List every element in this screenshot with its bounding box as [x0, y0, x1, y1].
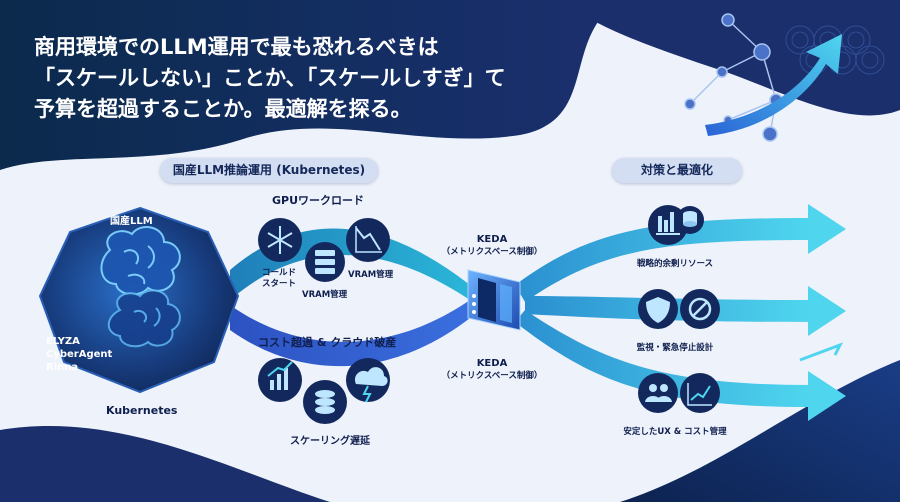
- keda-top-label: KEDA （メトリクスベース制御）: [428, 234, 556, 258]
- cold-start-label: コールド スタート: [262, 268, 296, 290]
- llm-names-list: ELYZA CyberAgent Rinna: [46, 335, 112, 374]
- flow-cost-overrun: [230, 300, 470, 367]
- database-icon: [676, 206, 704, 234]
- flow-to-stable-ux: [515, 310, 810, 407]
- strategic-resources-label: 戦略的余剰リソース: [636, 259, 714, 269]
- brain-icon: [100, 226, 181, 296]
- llm-name-cyberagent: CyberAgent: [46, 349, 113, 360]
- bottom-left-wave: [0, 426, 330, 502]
- vram-decline-chart-icon: [346, 218, 390, 262]
- vram-label-a: VRAM管理: [348, 270, 394, 280]
- llm-name-elyza: ELYZA: [46, 336, 80, 347]
- domestic-llm-label: 国産LLM: [110, 216, 153, 227]
- keda-gate-icon: [467, 269, 521, 331]
- gpu-workload-title: GPUワークロード: [272, 194, 365, 207]
- coin-stack-icon: [303, 380, 347, 424]
- flow-to-strategic-resources: [515, 218, 810, 302]
- headline: 商用環境でのLLM運用で最も恐れるべきは 「スケールしない」ことか、「スケールし…: [34, 32, 506, 125]
- scaling-delay-label: スケーリング遅延: [290, 436, 370, 447]
- rising-chart-icon: [258, 358, 302, 402]
- arrowhead-1: [808, 204, 846, 254]
- server-stack-icon: [305, 242, 345, 282]
- headline-line-1: 商用環境でのLLM運用で最も恐れるべきは: [34, 35, 439, 59]
- left-section-pill: 国産LLM推論運用 (Kubernetes): [160, 158, 378, 183]
- kubernetes-label: Kubernetes: [106, 404, 178, 417]
- keda-bottom-label: KEDA （メトリクスベース制御）: [428, 358, 556, 382]
- shield-icon: [638, 289, 678, 329]
- monitoring-label: 監視・緊急停止設計: [636, 343, 714, 353]
- cold-start-line-2: スタート: [262, 279, 297, 289]
- growth-chart-icon: [680, 373, 720, 413]
- accent-arrow-lower: [799, 342, 844, 362]
- cold-start-line-1: コールド: [262, 268, 297, 278]
- header-wave: [0, 0, 620, 170]
- keda-bottom-name: KEDA: [476, 358, 508, 369]
- right-section-pill: 対策と最適化: [612, 158, 742, 183]
- top-right-wave: [560, 0, 900, 116]
- arrowhead-3: [808, 371, 846, 421]
- keda-top-desc: （メトリクスベース制御）: [441, 247, 543, 257]
- storm-cloud-icon: [346, 358, 390, 403]
- llm-name-rinna: Rinna: [46, 362, 79, 373]
- stop-icon: [680, 289, 720, 329]
- stable-ux-label: 安定したUX & コスト管理: [623, 427, 727, 437]
- cost-cloud-title: コスト超過 & クラウド破産: [258, 336, 397, 349]
- growth-arrow-icon: [705, 34, 842, 136]
- arrowhead-2: [808, 286, 846, 336]
- headline-line-2: 「スケールしない」ことか、「スケールしすぎ」て: [34, 66, 506, 90]
- keda-bottom-desc: （メトリクスベース制御）: [441, 371, 543, 381]
- brain-icon-secondary: [107, 289, 181, 348]
- network-graph-icon: [684, 13, 783, 142]
- headline-line-3: 予算を超過することか。最適解を探る。: [34, 97, 412, 121]
- cold-start-snowflake-icon: [258, 218, 302, 262]
- vram-label-b: VRAM管理: [302, 290, 348, 300]
- users-icon: [638, 373, 678, 413]
- keda-top-name: KEDA: [476, 234, 508, 245]
